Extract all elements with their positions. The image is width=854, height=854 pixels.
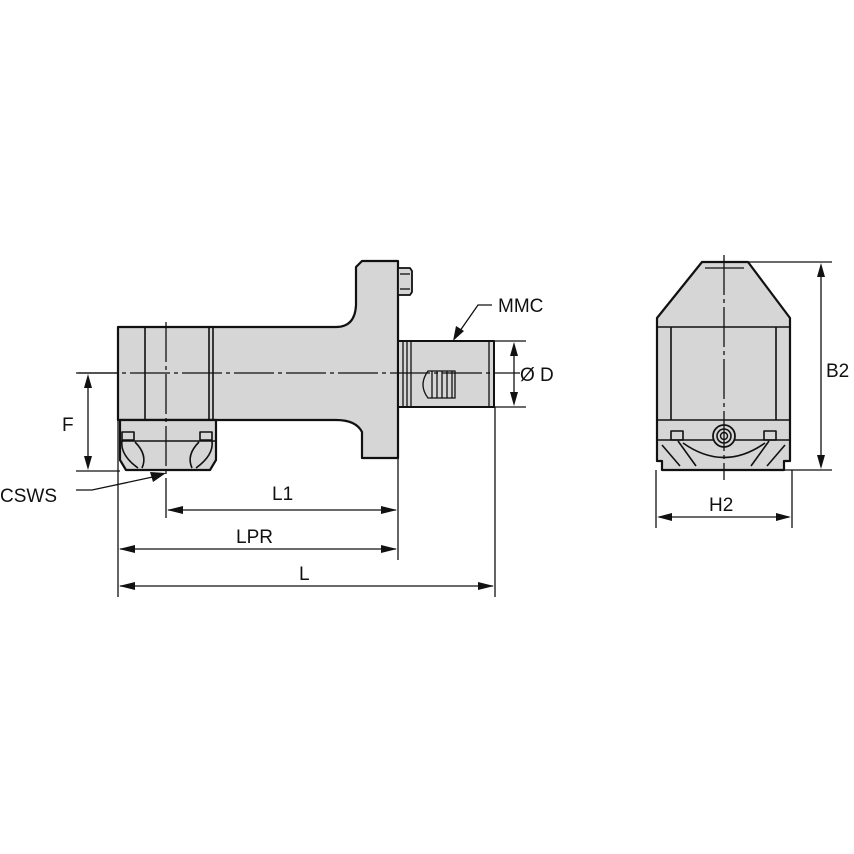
side-view-dimensions: F CSWS L1 LPR L MMC Ø D xyxy=(0,296,554,597)
shank xyxy=(397,340,495,408)
tool-body xyxy=(116,259,400,460)
label-lpr: LPR xyxy=(236,527,273,548)
label-h2: H2 xyxy=(709,495,733,516)
label-mmc: MMC xyxy=(498,296,543,317)
end-view xyxy=(655,255,792,480)
label-f: F xyxy=(62,415,74,436)
label-d: Ø D xyxy=(520,365,554,386)
label-l: L xyxy=(299,564,310,585)
label-csws: CSWS xyxy=(0,486,57,507)
bolt xyxy=(397,267,413,296)
side-view xyxy=(78,259,520,520)
label-b2: B2 xyxy=(826,361,849,382)
label-l1: L1 xyxy=(272,484,293,505)
end-view-dimensions: B2 H2 xyxy=(655,261,849,528)
